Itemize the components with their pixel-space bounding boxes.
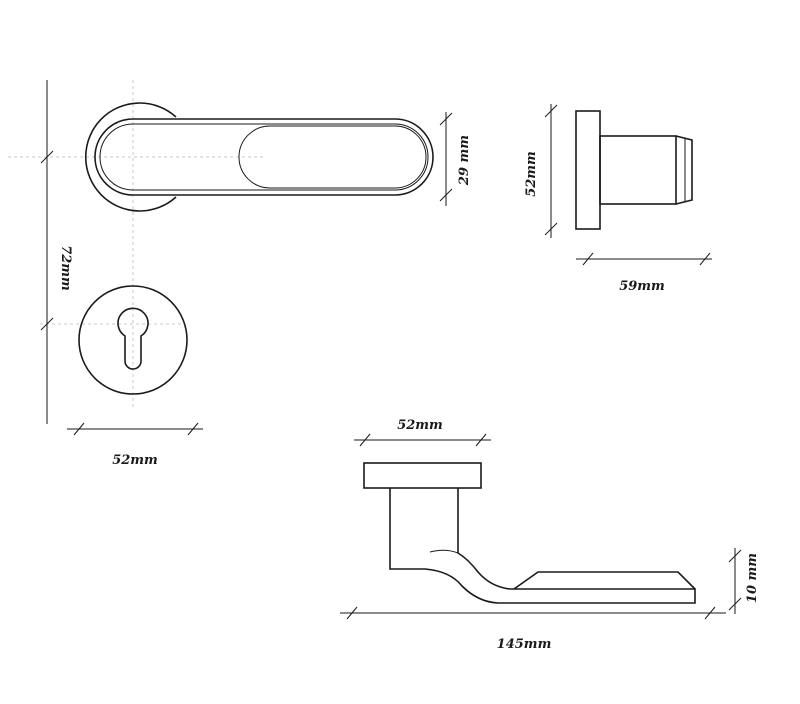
keyhole-icon <box>117 307 149 370</box>
lever-inner-outline <box>99 123 429 191</box>
dim-label-52mm-front: 52mm <box>112 453 158 468</box>
side-lever-neck <box>599 135 677 205</box>
dim-label-59mm: 59mm <box>619 279 665 294</box>
dim-label-72mm: 72mm <box>58 245 73 291</box>
dim-label-145mm: 145mm <box>497 637 552 652</box>
dim-tick-72mm-bottom <box>40 317 54 331</box>
dim-label-29mm: 29 mm <box>457 135 472 186</box>
dim-tick-59mm-right <box>699 252 711 266</box>
dim-tick-52mm-top-left <box>359 433 371 447</box>
dim-tick-52mm-side-top <box>544 104 558 118</box>
top-view: 52mm 10 mm 145mm <box>340 418 760 652</box>
lever-outer-outline <box>94 118 434 196</box>
front-view-escutcheon <box>78 285 188 395</box>
side-lever-tip <box>675 135 693 205</box>
dim-tick-10mm-top <box>728 549 742 563</box>
dim-label-52mm-side: 52mm <box>524 151 539 197</box>
dim-tick-145mm-left <box>346 606 358 620</box>
dim-tick-52mm-front-left <box>73 422 85 436</box>
escutcheon-rose-outline <box>78 285 188 395</box>
dim-tick-52mm-side-bottom <box>544 222 558 236</box>
dim-tick-52mm-front-right <box>187 422 199 436</box>
dim-tick-52mm-top-right <box>475 433 487 447</box>
top-lever-grip <box>513 571 696 590</box>
dim-label-52mm-top: 52mm <box>397 418 443 433</box>
side-rose-plate <box>575 110 601 230</box>
dim-label-10mm: 10 mm <box>745 553 760 603</box>
lever-rose-outline <box>85 102 177 212</box>
dim-tick-29mm-bottom <box>439 188 453 202</box>
lever-grip-insert <box>238 125 427 189</box>
dim-tick-145mm-right <box>704 606 716 620</box>
side-view: 52mm 59mm <box>524 104 712 294</box>
dim-tick-10mm-bottom <box>728 597 742 611</box>
top-lever-neck-curve <box>429 549 459 554</box>
front-dimensions: 72mm 52mm 29 mm <box>40 80 472 468</box>
front-view-lever <box>8 80 434 410</box>
top-rose-plate <box>363 462 482 489</box>
dim-tick-29mm-top <box>439 112 453 126</box>
dim-tick-59mm-left <box>582 252 594 266</box>
dim-tick-72mm-top <box>40 150 54 164</box>
top-lever-body <box>389 488 696 604</box>
